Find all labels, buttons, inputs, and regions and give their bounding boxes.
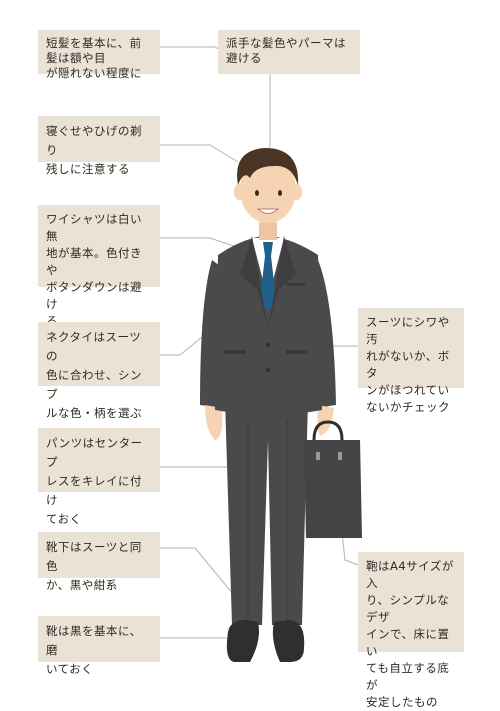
note-shoes-text: 靴は黒を基本に、磨 いておく — [46, 624, 142, 676]
note-suit-text: スーツにシワや汚 れがないか、ボタ ンがほつれてい ないかチェック — [366, 315, 450, 414]
note-socks-text: 靴下はスーツと同色 か、黒や紺系 — [46, 540, 142, 592]
note-pants-text: パンツはセンタープ レスをキレイに付け ておく — [46, 436, 143, 526]
note-suit: スーツにシワや汚 れがないか、ボタ ンがほつれてい ないかチェック — [358, 308, 464, 414]
note-socks: 靴下はスーツと同色 か、黒や紺系 — [38, 532, 160, 592]
note-short-hair: 短髪を基本に、前髪は額や目 が隠れない程度に — [38, 30, 160, 80]
note-tie: ネクタイはスーツの 色に合わせ、シンプ ルな色・柄を選ぶ — [38, 322, 160, 420]
note-bag: 鞄はA4サイズが入 り、シンプルなデザ インで、床に置い ても自立する底が 安定… — [358, 552, 464, 709]
note-hair-color: 派手な髪色やパーマは 避ける — [218, 30, 360, 74]
note-short-hair-text: 短髪を基本に、前髪は額や目 が隠れない程度に — [46, 36, 142, 80]
note-grooming-text: 寝ぐせやひげの剃り 残しに注意する — [46, 124, 142, 176]
note-shirt-text: ワイシャツは白い無 地が基本。色付きや ボタンダウンは避け る — [46, 212, 142, 328]
note-tie-text: ネクタイはスーツの 色に合わせ、シンプ ルな色・柄を選ぶ — [46, 330, 142, 420]
note-hair-color-text: 派手な髪色やパーマは 避ける — [226, 36, 346, 65]
note-shoes: 靴は黒を基本に、磨 いておく — [38, 616, 160, 676]
note-grooming: 寝ぐせやひげの剃り 残しに注意する — [38, 116, 160, 176]
note-shirt: ワイシャツは白い無 地が基本。色付きや ボタンダウンは避け る — [38, 205, 160, 328]
note-pants: パンツはセンタープ レスをキレイに付け ておく — [38, 428, 160, 526]
